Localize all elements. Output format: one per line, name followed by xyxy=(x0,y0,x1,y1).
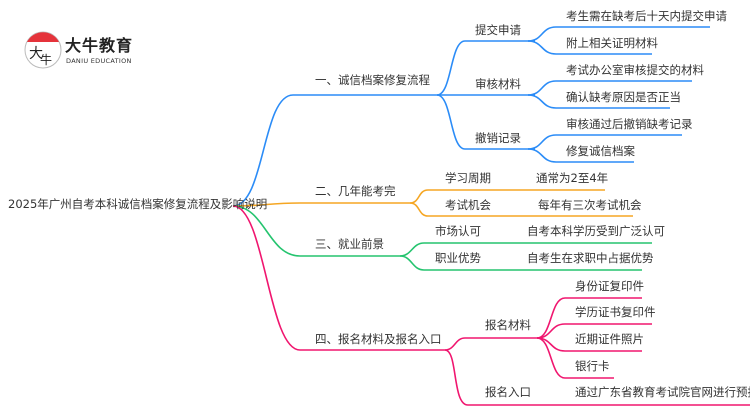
leaf: 考试办公室审核提交的材料 xyxy=(566,63,704,77)
leaf: 修复诚信档案 xyxy=(566,144,635,158)
subtopic: 职业优势 xyxy=(435,251,481,265)
connector-branch-1 xyxy=(232,94,437,207)
connector-4-1 xyxy=(444,337,537,351)
branch-3: 三、就业前景 xyxy=(315,237,384,251)
leaf: 通常为2至4年 xyxy=(536,171,609,185)
connector-leaf xyxy=(527,80,692,96)
leaf: 审核通过后撤销缺考记录 xyxy=(566,117,693,131)
branch-1: 一、诚信档案修复流程 xyxy=(315,73,430,87)
connector-leaf xyxy=(536,297,642,339)
leaf: 通过广东省教育考试院官网进行预报名 xyxy=(575,385,750,399)
leaf: 身份证复印件 xyxy=(575,279,644,293)
leaf: 确认缺考原因是否正当 xyxy=(566,90,681,104)
connector-leaf xyxy=(527,148,634,163)
leaf: 近期证件照片 xyxy=(575,332,644,346)
connector-leaf xyxy=(536,337,614,379)
subtopic: 审核材料 xyxy=(475,77,521,91)
connector-2-2 xyxy=(409,202,633,217)
connector-3-1 xyxy=(399,242,652,257)
connector-leaf xyxy=(527,94,670,109)
subtopic: 市场认可 xyxy=(435,224,481,238)
connector-leaf xyxy=(527,26,710,42)
subtopic: 撤销记录 xyxy=(475,131,521,145)
connector-1-3 xyxy=(436,94,535,150)
root-topic: 2025年广州自考本科诚信档案修复流程及影响说明 xyxy=(8,197,268,211)
connector-2-1 xyxy=(409,189,605,204)
logo-subtitle: DANIU EDUCATION xyxy=(66,57,132,65)
connector-leaf xyxy=(527,40,652,55)
connector-branch-4 xyxy=(232,205,445,351)
svg-text:牛: 牛 xyxy=(40,52,52,67)
connector-leaf xyxy=(527,134,682,150)
connector-leaf xyxy=(536,323,652,339)
subtopic: 学习周期 xyxy=(445,171,491,185)
subtopic: 报名入口 xyxy=(485,385,531,399)
leaf: 自考本科学历受到广泛认可 xyxy=(527,224,665,238)
subtopic: 考试机会 xyxy=(445,198,491,212)
connector-4-2 xyxy=(444,349,750,406)
subtopic: 提交申请 xyxy=(475,23,521,37)
leaf: 每年有三次考试机会 xyxy=(538,198,642,212)
leaf: 学历证书复印件 xyxy=(575,305,656,319)
logo-name: 大牛教育 xyxy=(65,36,134,55)
connector-branch-3 xyxy=(232,205,400,257)
connector-branch-2 xyxy=(232,202,410,207)
leaf: 考生需在缺考后十天内提交申请 xyxy=(566,9,727,23)
connector-3-2 xyxy=(399,255,642,271)
logo-mark-icon: 大 牛 xyxy=(24,31,62,69)
leaf: 银行卡 xyxy=(575,359,610,373)
leaf: 附上相关证明材料 xyxy=(566,36,658,50)
connector-1-1 xyxy=(436,40,535,96)
subtopic: 报名材料 xyxy=(485,318,531,332)
branch-2: 二、几年能考完 xyxy=(315,184,396,198)
svg-text:大: 大 xyxy=(29,46,43,62)
branch-4: 四、报名材料及报名入口 xyxy=(315,332,442,346)
leaf: 自考生在求职中占据优势 xyxy=(527,251,654,265)
